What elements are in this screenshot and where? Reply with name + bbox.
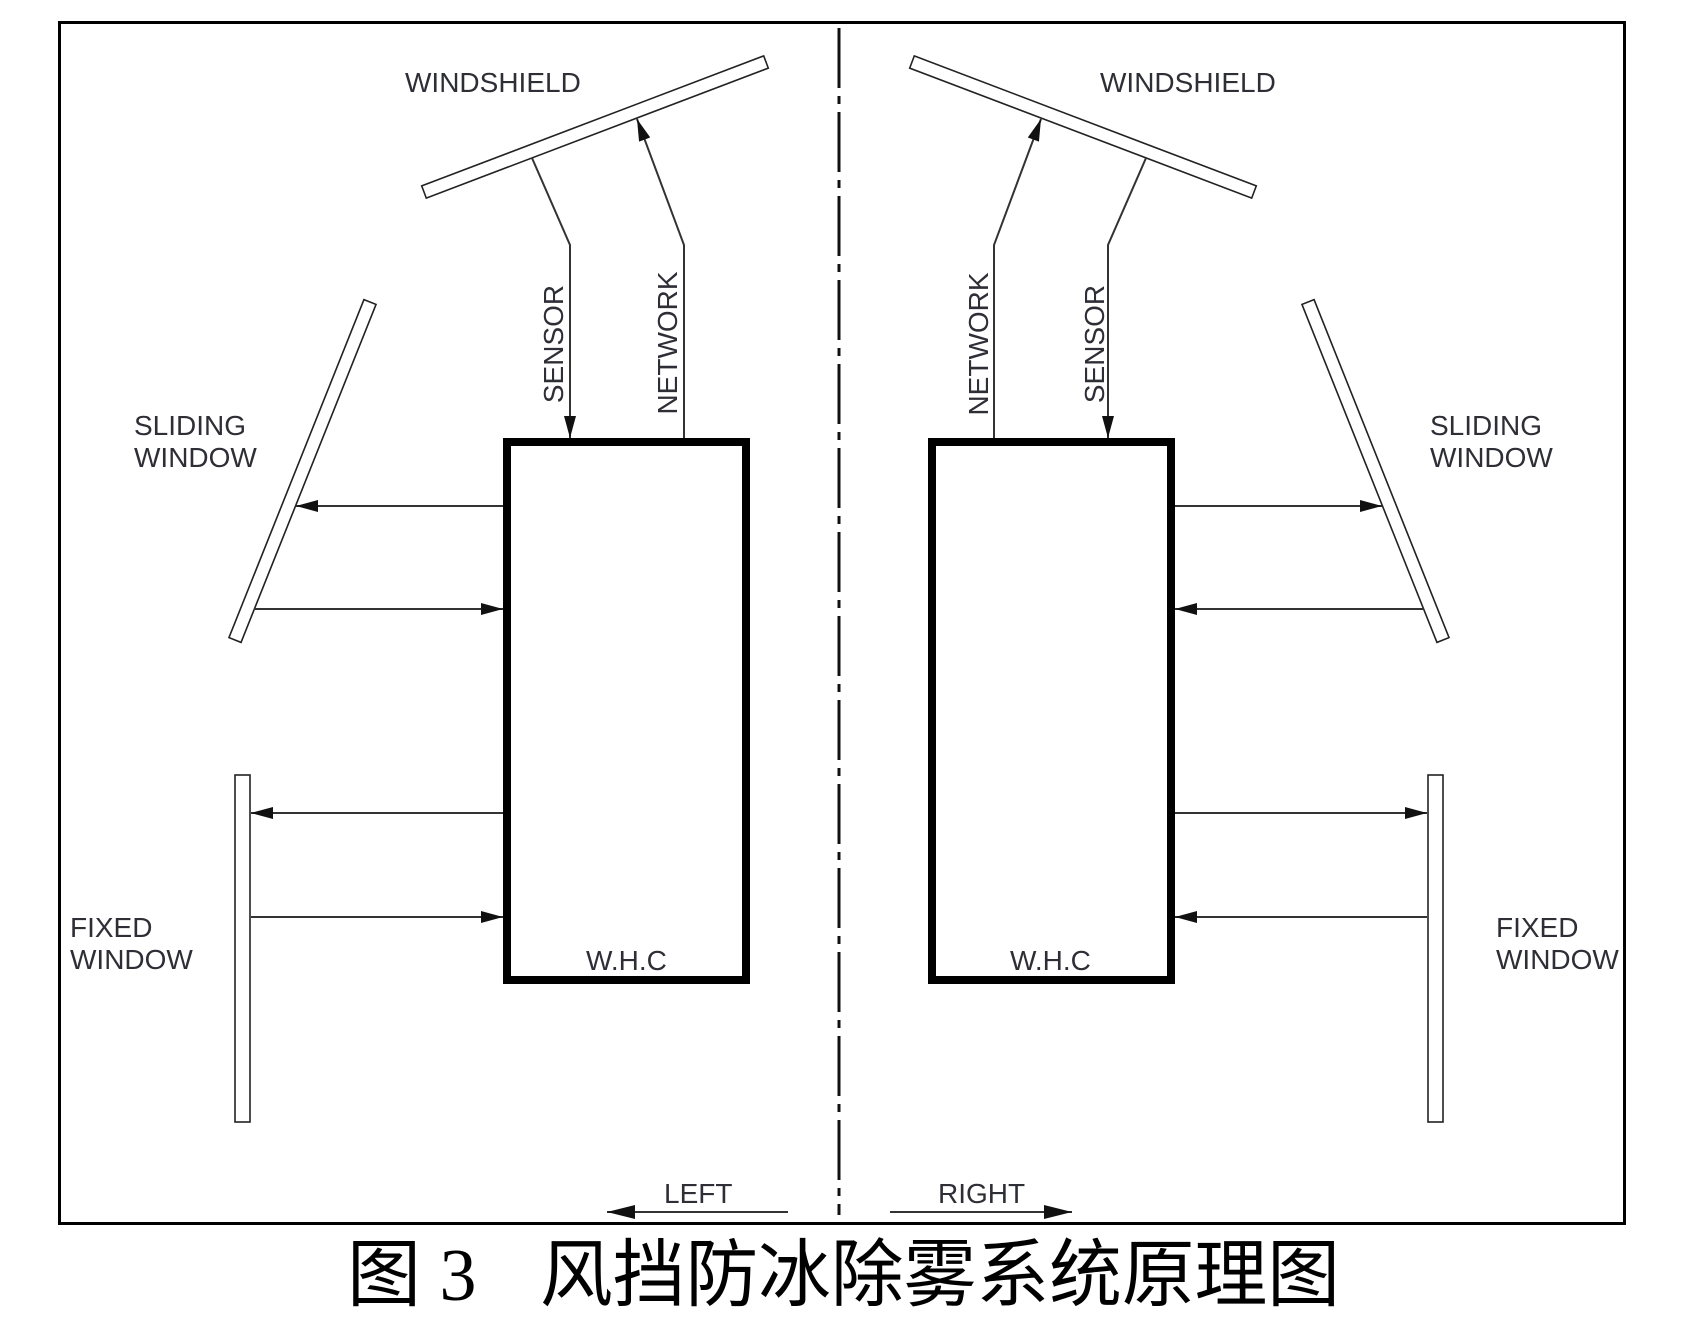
left-network-label: NETWORK — [652, 271, 683, 414]
right-whc-controller-box — [928, 438, 1175, 984]
right-windshield-label: WINDSHIELD — [1100, 67, 1276, 98]
left-whc-label: W.H.C — [586, 945, 667, 976]
left-windshield-label: WINDSHIELD — [405, 67, 581, 98]
right-fixed-window-panel — [1427, 774, 1444, 1123]
right-fixed-window-label-line2: WINDOW — [1496, 944, 1619, 975]
figure-caption-title: 风挡防冰除雾系统原理图 — [540, 1235, 1340, 1317]
right-windshield-panel — [908, 54, 1258, 200]
figure-caption-number: 图 3 — [347, 1235, 477, 1317]
right-sliding-window-label-line2: WINDOW — [1430, 442, 1553, 473]
figure-frame — [58, 21, 1626, 1225]
right-sliding-window-panel — [1300, 298, 1451, 644]
figure-caption: 图 3 风挡防冰除雾系统原理图 — [347, 1235, 1340, 1317]
left-sensor-label: SENSOR — [538, 285, 569, 403]
left-fixed-window-label-line1: FIXED — [70, 912, 152, 943]
left-whc-controller-box — [503, 438, 750, 984]
right-sliding-window-label-line1: SLIDING — [1430, 410, 1542, 441]
left-sensor-signal-arrow — [531, 157, 576, 438]
right-side: WINDSHIELD NETWORK SENSOR SLIDING WINDOW… — [890, 54, 1619, 1219]
left-windshield-panel — [420, 54, 770, 200]
left-fixed-window-panel — [234, 774, 251, 1123]
right-sensor-label: SENSOR — [1079, 285, 1110, 403]
right-network-signal-arrow — [993, 118, 1042, 438]
left-network-signal-arrow — [636, 118, 685, 438]
left-fixed-window-label-line2: WINDOW — [70, 944, 193, 975]
left-side: WINDSHIELD SENSOR NETWORK SLIDING WINDOW… — [70, 54, 788, 1219]
right-fixed-window-label-line1: FIXED — [1496, 912, 1578, 943]
right-direction-label: RIGHT — [938, 1178, 1025, 1209]
right-whc-label: W.H.C — [1010, 945, 1091, 976]
left-sliding-window-label-line1: SLIDING — [134, 410, 246, 441]
left-sliding-window-label-line2: WINDOW — [134, 442, 257, 473]
left-direction-label: LEFT — [664, 1178, 732, 1209]
left-sliding-window-panel — [227, 298, 378, 644]
right-sensor-signal-arrow — [1102, 157, 1147, 438]
right-network-label: NETWORK — [963, 272, 994, 415]
